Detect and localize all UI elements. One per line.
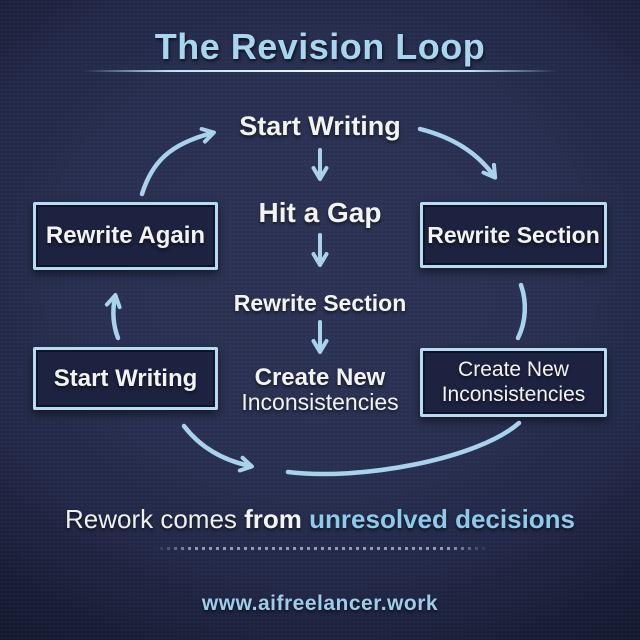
tagline-part3: unresolved decisions [309, 504, 576, 534]
flow-step-start-writing: Start Writing [239, 111, 401, 141]
arrow-curve-bottom-left-icon [181, 423, 254, 473]
dotted-divider [153, 547, 490, 550]
tagline: Rework comes from unresolved decisions [0, 504, 640, 535]
flow-box-rewrite-section: Rewrite Section [420, 202, 607, 268]
curve-connector-right-icon [515, 282, 528, 341]
page-title: The Revision Loop [154, 26, 486, 67]
tagline-part2: from [244, 504, 302, 534]
flow-step-rewrite-section: Rewrite Section [233, 290, 407, 316]
footer-url: www.aifreelancer.work [201, 592, 439, 615]
flow-box-label: Rewrite Again [45, 222, 206, 249]
flow-step-create-new-inconsistencies: Create New Inconsistencies [170, 364, 470, 416]
flow-step-line1: Create New [254, 364, 386, 391]
flow-box-rewrite-again: Rewrite Again [33, 202, 218, 270]
tagline-part1: Rework comes [64, 504, 237, 534]
curve-bottom-right-icon [285, 420, 522, 477]
flow-box-start-writing: Start Writing [33, 347, 218, 410]
flow-box-create-new-inconsistencies: Create New Inconsistencies [420, 348, 607, 417]
flow-box-label: Rewrite Section [427, 221, 600, 248]
title-divider [84, 70, 556, 72]
flow-box-label-line1: Create New [458, 358, 569, 382]
flow-step-line2: Inconsistencies [241, 389, 399, 416]
flow-box-label-line2: Inconsistencies [441, 382, 586, 406]
arrow-up-icon [104, 293, 122, 341]
flow-step-hit-a-gap: Hit a Gap [258, 197, 382, 228]
flow-box-label: Start Writing [53, 364, 198, 392]
arrow-curve-up-right-icon [139, 126, 216, 197]
